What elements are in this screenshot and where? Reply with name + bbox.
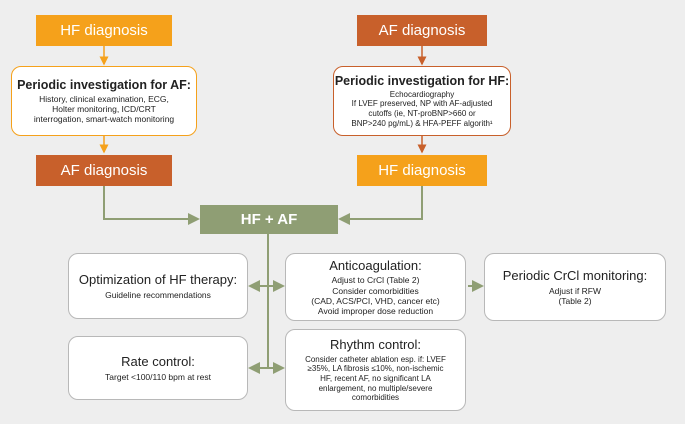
anticoagulation-line: Avoid improper dose reduction — [317, 305, 434, 316]
hf-diagnosis-top-label: HF diagnosis — [60, 21, 148, 39]
crcl-title: Periodic CrCl monitoring: — [502, 268, 648, 284]
optimization-box: Optimization of HF therapy: Guideline re… — [68, 253, 248, 319]
anticoagulation-line: (CAD, ACS/PCI, VHD, cancer etc) — [311, 295, 440, 306]
hf-af-label: HF + AF — [240, 210, 298, 228]
crcl-line: (Table 2) — [558, 295, 592, 306]
rhythm-control-line: Consider catheter ablation esp. if: LVEF — [305, 354, 446, 364]
periodic-hf-box: Periodic investigation for HF: Echocardi… — [333, 66, 511, 136]
optimization-title: Optimization of HF therapy: — [78, 272, 238, 288]
hf-af-box: HF + AF — [200, 205, 338, 234]
rhythm-control-line: HF, recent AF, no significant LA — [320, 374, 431, 383]
periodic-hf-line: cutoffs (ie, NT-proBNP>660 or — [368, 109, 476, 118]
hf-diagnosis-top-box: HF diagnosis — [36, 15, 172, 46]
rhythm-control-line: enlargement, no multiple/severe — [318, 383, 433, 393]
periodic-af-line: interrogation, smart-watch monitoring — [33, 114, 175, 125]
periodic-hf-line: Echocardiography — [389, 89, 455, 99]
hf-diagnosis-mid-box: HF diagnosis — [357, 155, 487, 186]
periodic-hf-line: If LVEF preserved, NP with AF-adjusted — [351, 99, 493, 109]
af-diagnosis-mid-box: AF diagnosis — [36, 155, 172, 186]
rhythm-control-box: Rhythm control: Consider catheter ablati… — [285, 329, 466, 411]
hf-diagnosis-mid-label: HF diagnosis — [378, 161, 466, 179]
periodic-hf-line: BNP>240 pg/mL) & HFA-PEFF algorith¹ — [351, 118, 493, 128]
connector-af-to-hfaf — [103, 186, 200, 225]
af-diagnosis-top-label: AF diagnosis — [378, 21, 466, 39]
crcl-line: Adjust if RFW — [549, 285, 601, 296]
anticoagulation-line: Consider comorbidities — [332, 285, 419, 296]
rhythm-control-line: ≥35%, LA fibrosis ≤10%, non-ischemic — [307, 364, 444, 374]
rate-control-box: Rate control: Target <100/110 bpm at res… — [68, 336, 248, 400]
periodic-af-title: Periodic investigation for AF: — [17, 77, 191, 92]
rhythm-control-line: comorbidities — [351, 393, 400, 403]
anticoagulation-title: Anticoagulation: — [329, 257, 422, 273]
periodic-af-line: Holter monitoring, ICD/CRT — [52, 103, 156, 114]
periodic-af-box: Periodic investigation for AF: History, … — [11, 66, 197, 136]
periodic-af-line: History, clinical examination, ECG, — [39, 93, 169, 104]
connector-hf-to-hfaf — [338, 186, 423, 225]
af-diagnosis-mid-label: AF diagnosis — [60, 161, 148, 179]
rate-control-title: Rate control: — [121, 354, 195, 370]
optimization-line: Guideline recommendations — [105, 289, 211, 300]
periodic-hf-title: Periodic investigation for HF: — [334, 73, 510, 88]
rhythm-control-title: Rhythm control: — [329, 337, 422, 353]
anticoagulation-box: Anticoagulation: Adjust to CrCl (Table 2… — [285, 253, 466, 321]
rate-control-line: Target <100/110 bpm at rest — [105, 371, 211, 382]
crcl-box: Periodic CrCl monitoring: Adjust if RFW … — [484, 253, 666, 321]
anticoagulation-line: Adjust to CrCl (Table 2) — [331, 275, 420, 286]
af-diagnosis-top-box: AF diagnosis — [357, 15, 487, 46]
